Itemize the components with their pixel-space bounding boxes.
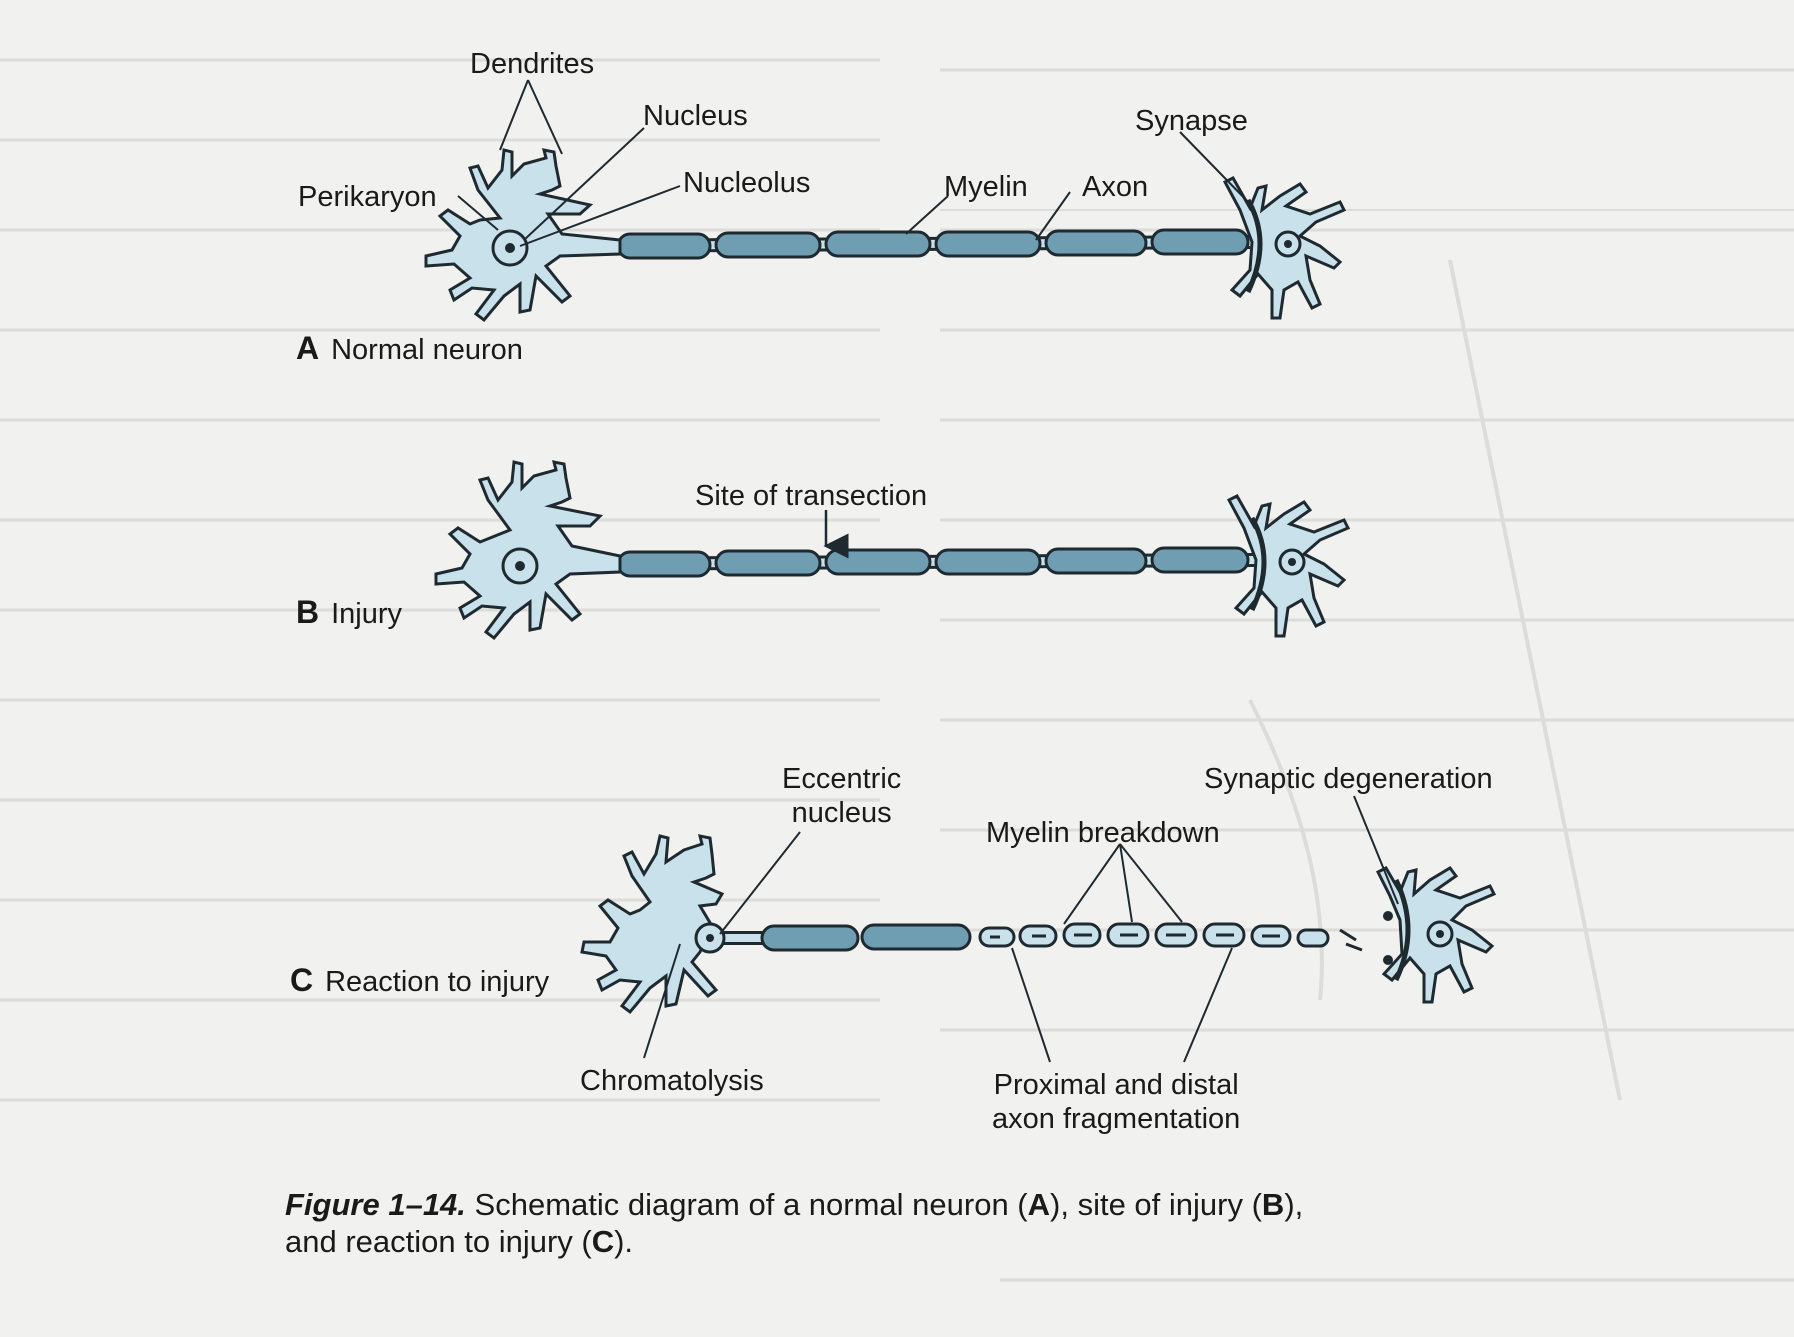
label-dendrites: Dendrites xyxy=(470,48,595,80)
label-synapse: Synapse xyxy=(1135,105,1248,137)
panel-b-synapse xyxy=(1226,494,1351,638)
panel-c-letter: C xyxy=(290,962,314,998)
label-site-of-transection: Site of transection xyxy=(695,480,928,512)
panel-a-title-text: Normal neuron xyxy=(331,334,523,366)
caption-text-3: ), xyxy=(1284,1187,1304,1222)
panel-c-title-text: Reaction to injury xyxy=(325,966,550,998)
panel-c-title: C Reaction to injury xyxy=(290,962,549,1000)
label-axon-fragmentation: Proximal and distal axon fragmentation xyxy=(992,1069,1241,1136)
caption-text-1: Schematic diagram of a normal neuron ( xyxy=(465,1187,1028,1222)
caption-figure-number: Figure 1–14. xyxy=(285,1187,466,1222)
label-nucleolus: Nucleolus xyxy=(683,167,811,199)
caption-ref-c: C xyxy=(591,1224,615,1260)
panel-b-title: B Injury xyxy=(296,594,402,632)
label-chromatolysis: Chromatolysis xyxy=(580,1065,764,1097)
panel-a-nucleolus xyxy=(505,243,515,253)
panel-b-myelin-sheath xyxy=(616,546,1250,578)
figure-caption: Figure 1–14. Schematic diagram of a norm… xyxy=(285,1186,1585,1260)
label-eccentric-nucleus: Eccentric nucleus xyxy=(782,763,902,830)
label-myelin: Myelin xyxy=(944,171,1028,203)
panel-b-injury xyxy=(434,460,1351,641)
panel-c-fragmented-segments xyxy=(978,922,1363,952)
panel-c-proximal-myelin xyxy=(760,923,972,952)
caption-ref-a: A xyxy=(1027,1187,1051,1222)
caption-text-2: ), site of injury ( xyxy=(1050,1187,1262,1222)
panel-c-perikaryon xyxy=(580,834,726,1015)
panel-a-myelin-sheath xyxy=(616,228,1250,260)
panel-b-letter: B xyxy=(296,594,320,630)
panel-a-normal-neuron xyxy=(424,79,1347,323)
label-perikaryon: Perikaryon xyxy=(298,181,437,213)
panel-c-reaction-to-injury xyxy=(580,795,1497,1063)
caption-text-4: and reaction to injury ( xyxy=(285,1224,592,1260)
panel-c-degenerating-synapse xyxy=(1375,866,1497,1004)
label-myelin-breakdown: Myelin breakdown xyxy=(986,817,1220,849)
panel-b-perikaryon xyxy=(434,460,622,641)
panel-a-synapse xyxy=(1222,176,1347,320)
panel-a-perikaryon xyxy=(424,148,622,323)
label-axon: Axon xyxy=(1082,171,1149,203)
caption-ref-b: B xyxy=(1261,1187,1285,1222)
label-nucleus: Nucleus xyxy=(643,100,748,132)
panel-a-letter: A xyxy=(296,330,320,366)
caption-text-5: ). xyxy=(614,1224,634,1260)
panel-b-title-text: Injury xyxy=(331,598,403,630)
panel-a-title: A Normal neuron xyxy=(296,330,523,368)
label-synaptic-degeneration: Synaptic degeneration xyxy=(1204,763,1493,795)
